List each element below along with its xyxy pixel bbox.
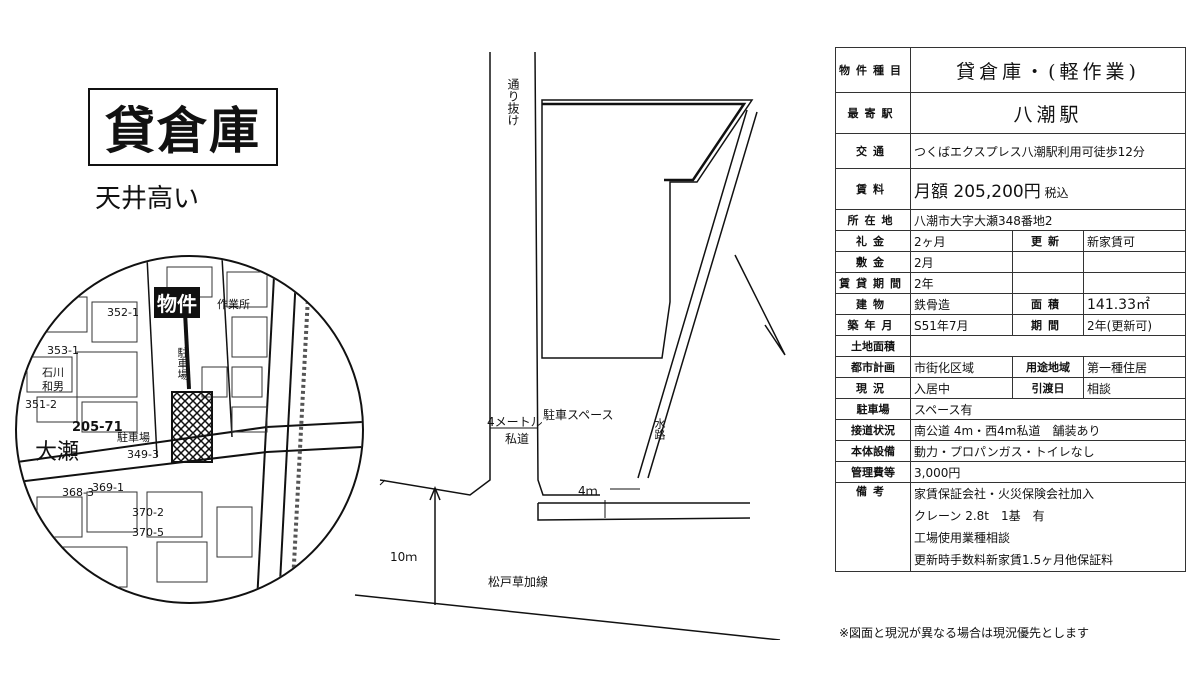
map-label: 370-5 [132,526,164,539]
site-plan [354,51,786,640]
zoning-value: 第一種住居 [1083,356,1186,378]
main-road-label: 松戸草加線 [488,575,549,589]
access-value: つくばエクスプレス八潮駅利用可徒歩12分 [910,133,1186,169]
remarks-label: 備考 [835,482,911,572]
subtitle: 天井高い [95,184,200,214]
land-area-value [910,335,1186,357]
road-access-label: 接道状況 [835,419,911,441]
built-value: S51年7月 [910,314,1013,336]
waterway-label: 水路 [653,418,666,440]
remark-line: 工場使用業種相談 [914,531,1011,545]
station-value: 八潮駅 [910,92,1186,134]
remark-line: クレーン 2.8t 1基 有 [914,509,1045,523]
location-map: 物件 作業所 駐車場 石川 和男 駐車場 大瀬 205-71 349-3 368… [15,255,364,604]
renewal-value: 新家賃可 [1083,230,1186,252]
status-label: 現況 [835,377,911,399]
building-label: 建物 [835,293,911,315]
building-value: 鉄骨造 [910,293,1013,315]
land-area-label: 土地面積 [835,335,911,357]
type-value: 貸倉庫・(軽作業) [910,47,1186,93]
renewal-label: 更新 [1012,230,1084,252]
period-label: 期間 [1012,314,1084,336]
property-spec-table: 物件種目 貸倉庫・(軽作業) 最寄駅 八潮駅 交通 つくばエクスプレス八潮駅利用… [835,47,1186,572]
page-title: 貸倉庫 [88,88,278,166]
access-label: 交通 [835,133,911,169]
map-label: 351-2 [25,398,57,411]
lease-label: 賃貸期間 [835,272,911,294]
map-label: 370-2 [132,506,164,519]
area-value: 141.33㎡ [1083,293,1186,315]
remarks-cell: 家賃保証会社・火災保険会社加入 クレーン 2.8t 1基 有 工場使用業種相談 … [910,482,1186,572]
parking-value: スペース有 [910,398,1186,420]
rent-cell: 月額 205,200円 税込 [910,168,1186,210]
remark-line: 更新時手数料新家賃1.5ヶ月他保証料 [914,553,1114,567]
facility-value: 動力・プロパンガス・トイレなし [910,440,1186,462]
key-money-value: 2ヶ月 [910,230,1013,252]
lot-number-label: 205-71 [72,420,123,435]
map-label: 368-3 [62,486,94,499]
city-plan-value: 市街化区域 [910,356,1013,378]
map-drawing [17,257,362,602]
map-label: 353-1 [47,344,79,357]
deposit-value: 2月 [910,251,1013,273]
private-road-label: 私道 [505,432,530,446]
area-label: 面積 [1012,293,1084,315]
footnote: ※図面と現況が異なる場合は現況優先とします [839,626,1090,640]
status-value: 入居中 [910,377,1013,399]
map-label: 作業所 [217,298,250,311]
map-label: 和男 [42,380,64,393]
private-road-width-label: 4メートル [487,415,543,429]
map-label: 349-3 [127,448,159,461]
handover-value: 相談 [1083,377,1186,399]
management-fee-value: 3,000円 [910,461,1186,483]
rent-value: 月額 205,200円 [914,181,1041,202]
remark-line: 家賃保証会社・火災保険会社加入 [914,487,1095,501]
address-value: 八潮市大字大瀬348番地2 [910,209,1186,231]
station-label: 最寄駅 [835,92,911,134]
address-label: 所在地 [835,209,911,231]
lease-value: 2年 [910,272,1013,294]
rent-tax: 税込 [1044,185,1069,200]
map-label: 駐車場 [176,347,189,380]
map-label: 369-1 [92,481,124,494]
handover-label: 引渡日 [1012,377,1084,399]
management-fee-label: 管理費等 [835,461,911,483]
period-value: 2年(更新可) [1083,314,1186,336]
city-plan-label: 都市計画 [835,356,911,378]
rent-label: 賃料 [835,168,911,210]
road-access-value: 南公道 4m・西4m私道 舗装あり [910,419,1186,441]
key-money-label: 礼金 [835,230,911,252]
deposit-label: 敷金 [835,251,911,273]
facility-label: 本体設備 [835,440,911,462]
zoning-label: 用途地域 [1012,356,1084,378]
map-label: 352-1 [107,306,139,319]
road-name-label: 大瀬 [35,440,80,465]
parking-label: 駐車場 [835,398,911,420]
built-label: 築年月 [835,314,911,336]
parking-space-label: 駐車スペース [543,408,614,422]
road-label-top: 通り抜け [506,78,520,126]
road-width-10m-label: 10ｍ [390,550,418,564]
road-width-4m-label: 4ｍ [578,484,598,498]
map-label: 駐車場 [117,431,150,444]
map-label: 石川 [42,366,64,379]
type-label: 物件種目 [835,47,911,93]
property-marker: 物件 [154,287,200,318]
